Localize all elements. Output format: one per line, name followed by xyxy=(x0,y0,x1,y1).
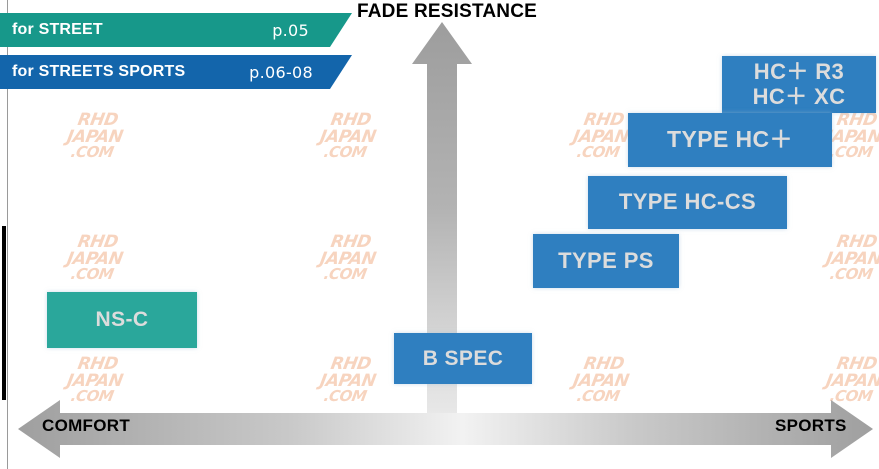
left-emphasis-rule xyxy=(2,226,6,400)
product-label-b-spec: B SPEC xyxy=(422,346,504,370)
banner-shape-streets-sports-icon xyxy=(0,55,352,89)
left-margin-rule xyxy=(7,0,8,469)
category-banner-streets-sports-label: for STREETS SPORTS xyxy=(12,63,186,80)
category-banner-streets-sports-pages: p.06-08 xyxy=(249,62,313,82)
product-box-ns-c[interactable]: NS-C xyxy=(47,292,197,348)
axis-label-sports: SPORTS xyxy=(775,416,847,435)
banner-shape-street-icon xyxy=(0,13,352,47)
category-banner-street-label: for STREET xyxy=(12,21,103,38)
product-label-ns-c: NS-C xyxy=(95,308,149,332)
axis-label-comfort: COMFORT xyxy=(42,416,131,435)
product-box-type-hc-plus[interactable]: TYPE HC＋ xyxy=(628,113,832,167)
category-banner-street-pages: p.05 xyxy=(272,20,309,40)
product-label-hc-plus-xc: HC＋ XC xyxy=(752,83,846,109)
category-banner-street[interactable]: for STREET p.05 xyxy=(0,13,352,47)
product-box-type-hc-cs[interactable]: TYPE HC-CS xyxy=(588,176,787,229)
product-label-type-hc-cs: TYPE HC-CS xyxy=(618,189,757,215)
page-title: FADE RESISTANCE xyxy=(357,1,538,22)
product-label-type-ps: TYPE PS xyxy=(558,247,654,273)
product-box-b-spec[interactable]: B SPEC xyxy=(394,333,532,384)
product-box-type-ps[interactable]: TYPE PS xyxy=(533,234,679,288)
product-label-hc-plus-r3: HC＋ R3 xyxy=(753,58,845,84)
product-box-hc-plus-r3-xc[interactable]: HC＋ R3 HC＋ XC xyxy=(722,56,876,113)
fade-resistance-arrow-icon xyxy=(412,22,472,436)
comfort-sports-arrow-icon xyxy=(18,400,873,458)
category-banner-streets-sports[interactable]: for STREETS SPORTS p.06-08 xyxy=(0,55,352,89)
product-label-type-hc-plus: TYPE HC＋ xyxy=(667,126,793,153)
